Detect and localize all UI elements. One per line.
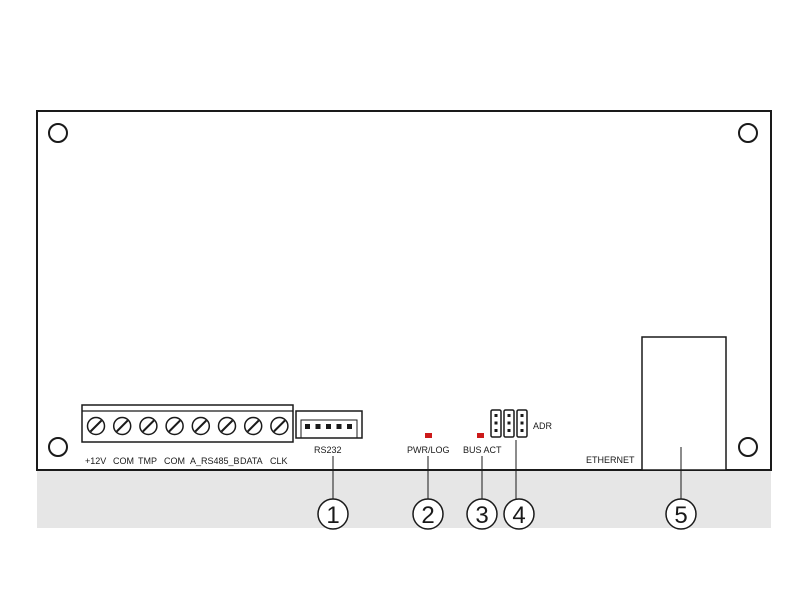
adr-jumper xyxy=(490,409,502,438)
adr-jumpers: ADR xyxy=(490,409,553,438)
terminal-label-data: DATA xyxy=(240,456,263,466)
callout-4: 4 xyxy=(503,498,535,530)
rs232-pin xyxy=(315,424,321,429)
callout-circle-3 xyxy=(466,498,498,530)
pwr-log-label: PWR/LOG xyxy=(407,445,450,455)
mounting-hole-top-right xyxy=(738,123,758,143)
adr-jumper xyxy=(503,409,515,438)
callout-circle-5 xyxy=(665,498,697,530)
terminal-label-rs485: A_RS485_B xyxy=(190,456,240,466)
rs232-connector: RS232 xyxy=(295,410,363,455)
callout-5: 5 xyxy=(665,498,697,530)
terminal-block xyxy=(81,404,294,443)
mounting-hole-bottom-left xyxy=(48,437,68,457)
terminal-label-clk: CLK xyxy=(270,456,288,466)
callout-number-1: 1 xyxy=(326,502,339,529)
terminal-screw xyxy=(191,416,211,436)
terminal-label-12v: +12V xyxy=(85,456,106,466)
bus-act-led xyxy=(477,433,484,438)
terminal-label-tmp: TMP xyxy=(138,456,157,466)
terminal-labels: +12V COM TMP COM A_RS485_B DATA CLK xyxy=(85,456,288,466)
rs232-inner-frame xyxy=(300,419,358,438)
callout-3: 3 xyxy=(466,498,498,530)
terminal-label-com-1: COM xyxy=(113,456,134,466)
board-shadow xyxy=(37,470,771,528)
mounting-holes xyxy=(48,123,758,457)
rs232-label: RS232 xyxy=(314,445,342,455)
callout-markers: 1 2 3 4 5 xyxy=(317,498,697,530)
callout-2: 2 xyxy=(412,498,444,530)
mounting-hole-top-left xyxy=(48,123,68,143)
terminal-screw xyxy=(165,416,184,436)
terminal-screw xyxy=(270,416,289,436)
terminal-label-com-2: COM xyxy=(164,456,185,466)
terminal-screw xyxy=(112,416,132,436)
callout-number-5: 5 xyxy=(674,502,687,529)
ethernet-label: ETHERNET xyxy=(586,455,635,465)
callout-1: 1 xyxy=(317,498,349,530)
callout-leaders xyxy=(332,440,682,499)
adr-jumper xyxy=(516,409,528,438)
callout-circle-2 xyxy=(412,498,444,530)
callout-number-2: 2 xyxy=(421,502,434,529)
terminal-screw xyxy=(139,416,158,436)
ethernet-housing xyxy=(641,336,727,471)
terminal-screws xyxy=(86,416,289,436)
terminal-screw xyxy=(86,416,106,436)
callout-number-3: 3 xyxy=(475,502,488,529)
rs232-pin xyxy=(326,424,331,429)
callout-circle-1 xyxy=(317,498,349,530)
terminal-screw xyxy=(217,416,237,436)
rs232-pins xyxy=(305,424,352,429)
jumper-blocks xyxy=(490,409,528,438)
callout-number-4: 4 xyxy=(512,502,525,529)
adr-label: ADR xyxy=(533,421,553,431)
rs232-pin xyxy=(347,424,352,429)
pwr-log-led xyxy=(425,433,432,438)
ethernet-socket: ETHERNET xyxy=(586,336,727,471)
callout-circle-4 xyxy=(503,498,535,530)
rs232-pin xyxy=(305,424,310,429)
bus-act-label: BUS ACT xyxy=(463,445,502,455)
terminal-screw xyxy=(243,416,263,436)
mounting-hole-bottom-right xyxy=(738,437,758,457)
rs232-pin xyxy=(336,424,342,429)
